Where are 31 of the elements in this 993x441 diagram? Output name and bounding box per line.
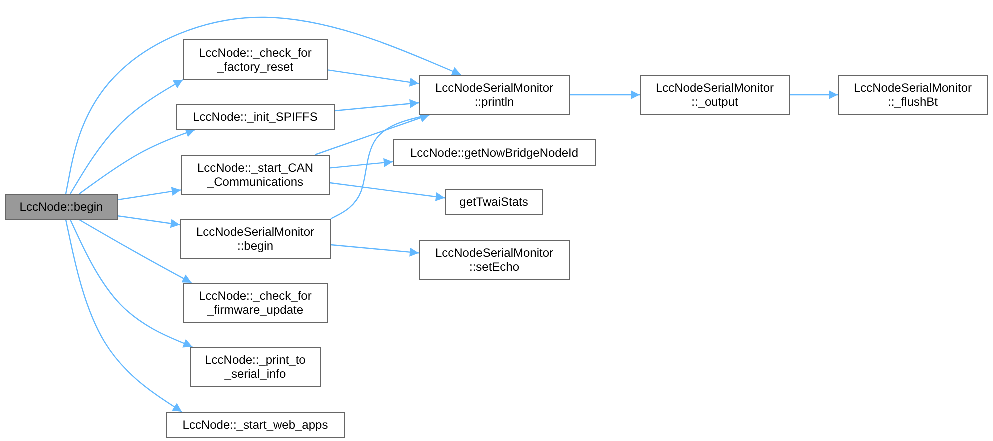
arrow	[79, 219, 192, 284]
arrow	[334, 99, 420, 112]
selected-function-box: LccNode::begin	[5, 194, 118, 220]
function-box: LccNode::_check_for _factory_reset	[183, 39, 328, 80]
arrow	[330, 158, 394, 169]
arrow	[118, 216, 180, 228]
function-box: LccNode::_start_web_apps	[166, 412, 345, 438]
function-box: LccNode::_init_SPIFFS	[176, 104, 335, 130]
arrow	[790, 90, 838, 100]
function-box: LccNode::_print_to _serial_info	[190, 347, 321, 387]
function-box: LccNode::_check_for _firmware_update	[183, 283, 328, 323]
function-box: getTwaiStats	[445, 189, 543, 215]
arrow	[330, 182, 446, 202]
function-box: LccNodeSerialMonitor ::setEcho	[419, 240, 570, 280]
function-box: LccNodeSerialMonitor ::_output	[640, 75, 790, 115]
arrow	[70, 79, 184, 194]
function-box: LccNode::getNowBridgeNodeId	[393, 139, 596, 166]
function-box: LccNodeSerialMonitor ::println	[419, 75, 570, 115]
arrow	[65, 220, 182, 412]
arrow	[65, 16, 462, 194]
arrow	[118, 187, 182, 201]
arrow	[314, 114, 430, 156]
function-box: LccNodeSerialMonitor ::begin	[180, 219, 331, 259]
arrow	[70, 220, 193, 348]
arrow	[330, 244, 420, 257]
arrow	[330, 112, 430, 220]
arrow	[79, 128, 196, 194]
function-box: LccNodeSerialMonitor ::_flushBt	[838, 75, 988, 115]
arrow	[570, 90, 640, 100]
function-box: LccNode::_start_CAN _Communications	[181, 155, 330, 195]
arrow	[328, 70, 420, 87]
